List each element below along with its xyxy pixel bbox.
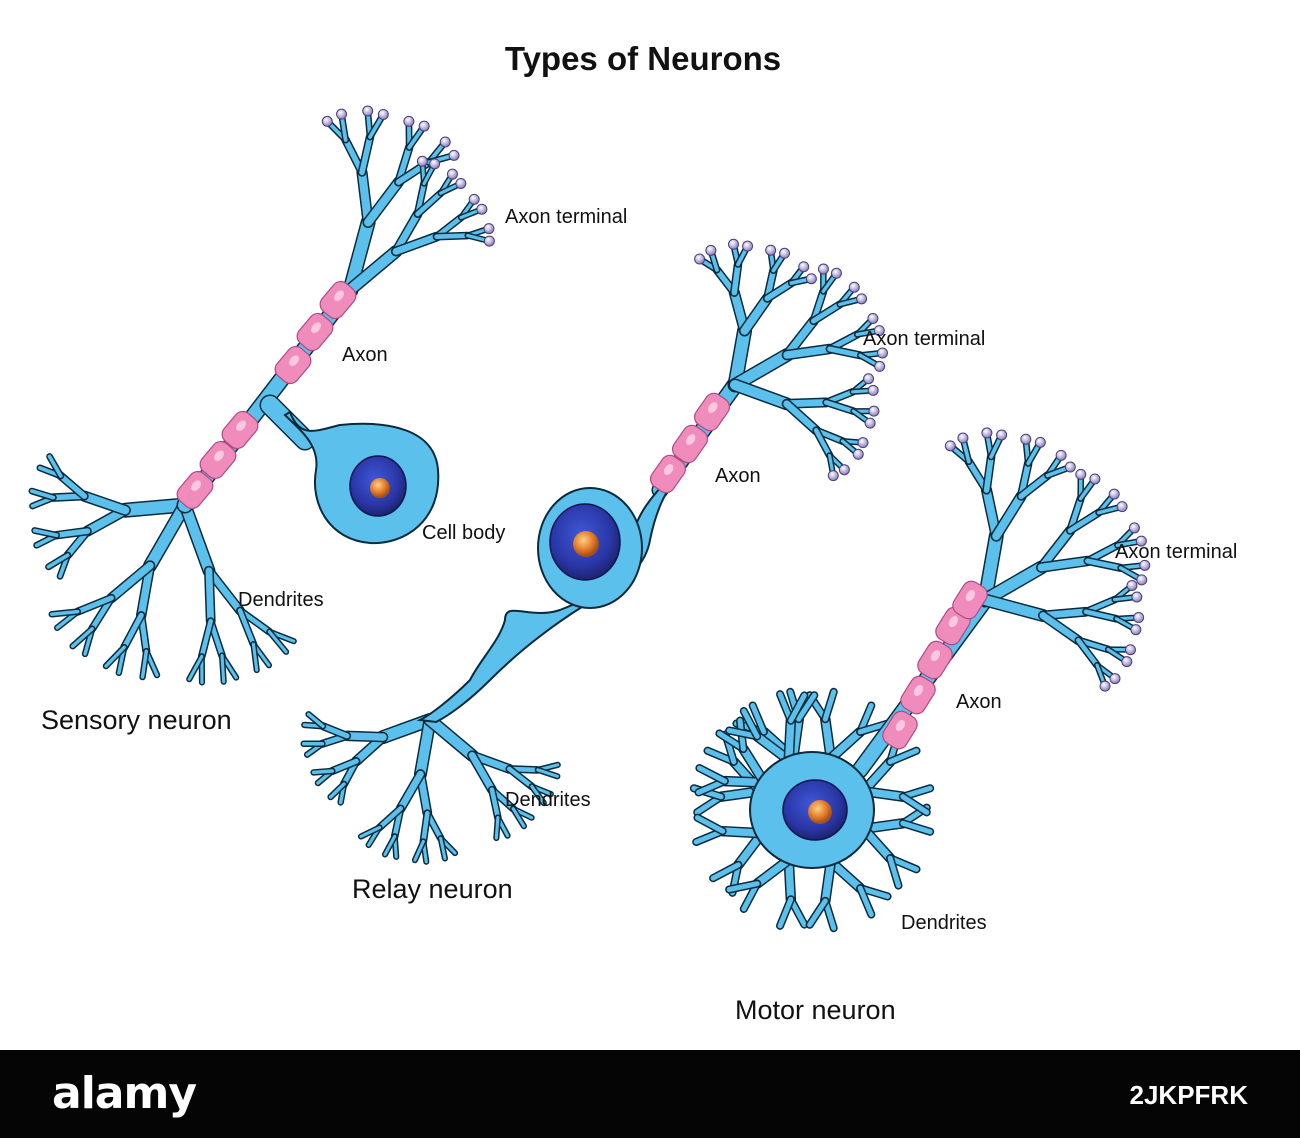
sensory-axon-label: Axon: [342, 344, 388, 366]
relay-myelin-sheath: [649, 392, 731, 494]
diagram-area: Types of Neurons Axon terminal Axon Cell…: [28, 40, 1238, 1025]
motor-neuron-label: Motor neuron: [735, 995, 896, 1025]
sensory-cell-body-label: Cell body: [422, 522, 506, 544]
sensory-axon-terminal-label: Axon terminal: [505, 206, 628, 228]
relay-neuron-drawing: [300, 238, 888, 865]
relay-axon-terminal-label: Axon terminal: [863, 328, 986, 350]
sensory-myelin-sheath: [176, 280, 357, 510]
motor-axon-label: Axon: [956, 691, 1002, 713]
relay-dendrites-label: Dendrites: [505, 789, 591, 811]
motor-neuron-drawing: [689, 427, 1151, 933]
sensory-nucleolus: [370, 478, 390, 498]
motor-dendrites-label: Dendrites: [901, 912, 987, 934]
motor-axon-terminal-label: Axon terminal: [1115, 541, 1238, 563]
sensory-neuron-drawing: [28, 105, 495, 686]
relay-axon-terminal-shape: [694, 238, 888, 482]
relay-nucleolus: [573, 531, 599, 557]
image-id: 2JKPFRK: [1129, 1080, 1248, 1110]
sensory-axon-terminal-shape: [321, 105, 495, 298]
page-title: Types of Neurons: [504, 40, 782, 77]
motor-axon-terminal-shape: [944, 427, 1151, 692]
watermark-bar: alamy 2JKPFRK: [0, 1050, 1300, 1138]
motor-myelin-sheath: [882, 580, 988, 750]
sensory-dendrites-shape: [28, 453, 297, 686]
neuron-illustration: [28, 105, 1151, 933]
relay-dendrites-shape: [300, 711, 561, 865]
motor-nucleolus: [808, 800, 832, 824]
sensory-neuron-label: Sensory neuron: [41, 705, 232, 735]
brand-logo: alamy: [52, 1068, 197, 1119]
sensory-dendrites-label: Dendrites: [238, 589, 324, 611]
relay-axon-label: Axon: [715, 465, 761, 487]
relay-neuron-label: Relay neuron: [352, 874, 513, 904]
